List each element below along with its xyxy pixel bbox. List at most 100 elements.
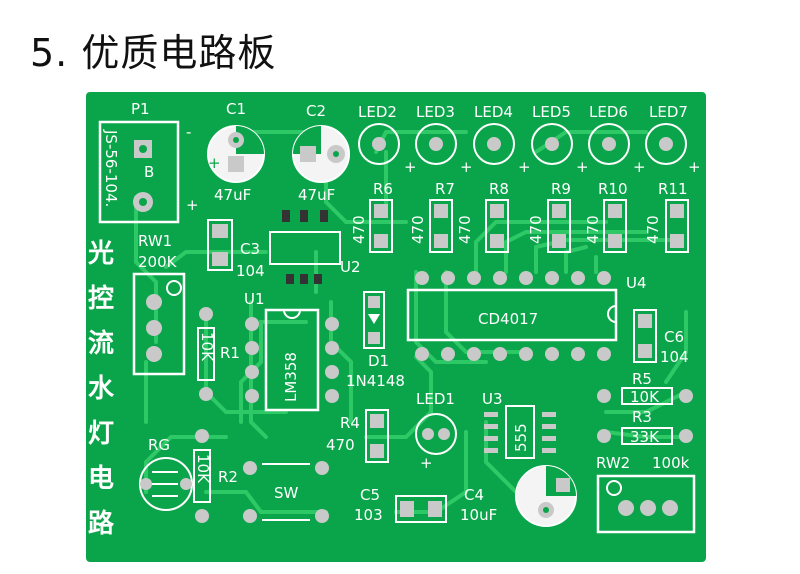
led-row: LED2 + LED3 + LED4 + LED5 + LED6 + — [358, 103, 701, 176]
chinese-char-2: 控 — [88, 284, 114, 314]
board-chinese-label: 光 控 流 水 灯 电 路 — [87, 239, 115, 539]
label-c2-value: 47uF — [298, 186, 335, 204]
chinese-char-4: 水 — [88, 374, 115, 404]
label-led7-plus: + — [688, 158, 701, 176]
label-led4-plus: + — [518, 158, 531, 176]
capacitor-c4: C4 10uF — [460, 465, 577, 527]
resistor-r3: R3 33K — [597, 408, 693, 446]
label-p1-b: B — [144, 163, 154, 181]
label-r3: R3 — [632, 408, 652, 426]
switch-sw: SW — [243, 461, 329, 523]
connector-p1: P1 - + B JS-56-104. — [98, 100, 199, 224]
label-led5: LED5 — [532, 103, 571, 121]
label-r4: R4 — [340, 414, 360, 432]
label-led6: LED6 — [589, 103, 628, 121]
capacitor-c3: C3 104 — [207, 219, 265, 280]
led-3: LED3 + — [415, 103, 473, 176]
label-led1-plus: + — [420, 454, 433, 472]
label-u3: U3 — [482, 390, 503, 408]
label-rw2-value: 100k — [652, 454, 690, 472]
label-r1-value: 10K — [198, 332, 216, 362]
label-rw1: RW1 — [138, 232, 172, 250]
resistor-r1: 10K R1 — [197, 307, 240, 401]
chip-u2: U2 — [269, 210, 361, 284]
capacitor-c5: C5 103 — [354, 486, 447, 524]
photoresistor-rg: RG — [139, 436, 193, 511]
label-r6: R6 — [373, 180, 393, 198]
resistor-r11: R11 470 — [644, 180, 689, 253]
resistor-r10: R10 470 — [584, 180, 628, 253]
label-lm358: LM358 — [282, 352, 300, 402]
led-5: LED5 + — [531, 103, 589, 176]
led-2: LED2 + — [358, 103, 417, 176]
label-p1-part: JS-56-104. — [102, 129, 120, 207]
label-u4: U4 — [626, 274, 647, 292]
label-r1: R1 — [220, 344, 240, 362]
label-sw: SW — [274, 484, 299, 502]
label-r2-value: 10K — [194, 454, 212, 484]
label-c6: C6 — [664, 328, 684, 346]
diode-d1: D1 1N4148 — [346, 291, 405, 390]
label-r10: R10 — [598, 180, 628, 198]
resistor-r2: 10K R2 — [193, 429, 238, 523]
label-c4-value: 10uF — [460, 506, 497, 524]
chinese-char-5: 灯 — [88, 419, 114, 449]
led-4: LED4 + — [473, 103, 531, 176]
board-substrate — [86, 92, 706, 562]
capacitor-c2: C2 47uF — [292, 102, 350, 204]
label-rw1-value: 200K — [138, 253, 178, 271]
label-r7-value-2: 470 — [456, 215, 474, 244]
label-p1: P1 — [131, 100, 150, 118]
label-led2-plus: + — [404, 158, 417, 176]
label-led1: LED1 — [416, 390, 455, 408]
label-r11-value: 470 — [644, 215, 662, 244]
label-led3-plus: + — [460, 158, 473, 176]
label-r9-value: 470 — [527, 215, 545, 244]
chinese-char-7: 路 — [88, 508, 115, 539]
label-p1-minus: - — [186, 123, 191, 141]
chinese-char-3: 流 — [88, 329, 114, 359]
label-555: 555 — [512, 423, 530, 452]
label-rw2: RW2 — [596, 454, 630, 472]
capacitor-c1: + C1 47uF — [207, 100, 265, 204]
resistor-r8: R8 — [485, 180, 509, 253]
label-r11: R11 — [658, 180, 688, 198]
label-r10-value: 470 — [584, 215, 602, 244]
capacitor-c6: C6 104 — [633, 309, 689, 366]
label-c3: C3 — [240, 240, 260, 258]
label-c1-value: 47uF — [214, 186, 251, 204]
label-r5-value: 10K — [630, 388, 660, 406]
label-r8: R8 — [489, 180, 509, 198]
chinese-char-6: 电 — [88, 464, 114, 494]
label-c2: C2 — [306, 102, 326, 120]
resistor-row: R6 470 R7 470 470 R8 R9 470 — [350, 180, 689, 253]
resistor-r7: R7 470 470 — [409, 180, 474, 253]
label-u1: U1 — [244, 290, 265, 308]
label-r4-value: 470 — [326, 436, 355, 454]
pcb-board: P1 - + B JS-56-104. + C1 47uF C2 47uF LE… — [86, 92, 706, 562]
label-c1-plus: + — [208, 154, 221, 172]
led-6: LED6 + — [588, 103, 646, 176]
label-r6-value: 470 — [350, 215, 368, 244]
label-u2: U2 — [340, 258, 361, 276]
label-c3-value: 104 — [236, 262, 265, 280]
label-c1: C1 — [226, 100, 246, 118]
label-c6-value: 104 — [660, 348, 689, 366]
label-rg: RG — [148, 436, 170, 454]
label-r2: R2 — [218, 468, 238, 486]
chip-u4: CD4017 U4 — [406, 271, 647, 361]
label-led5-plus: + — [576, 158, 589, 176]
label-p1-plus: + — [186, 196, 199, 214]
resistor-r6: R6 470 — [350, 180, 393, 253]
resistor-r4: R4 470 — [326, 409, 389, 463]
label-cd4017: CD4017 — [478, 310, 538, 328]
led-1: LED1 + — [415, 390, 457, 472]
chinese-char-1: 光 — [87, 239, 114, 269]
label-d1-value: 1N4148 — [346, 372, 405, 390]
label-led3: LED3 — [416, 103, 455, 121]
label-d1: D1 — [368, 352, 389, 370]
label-r5: R5 — [632, 370, 652, 388]
chip-u1: U1 LM358 — [244, 290, 339, 412]
label-c5-value: 103 — [354, 506, 383, 524]
potentiometer-rw2: RW2 100k — [596, 454, 696, 534]
